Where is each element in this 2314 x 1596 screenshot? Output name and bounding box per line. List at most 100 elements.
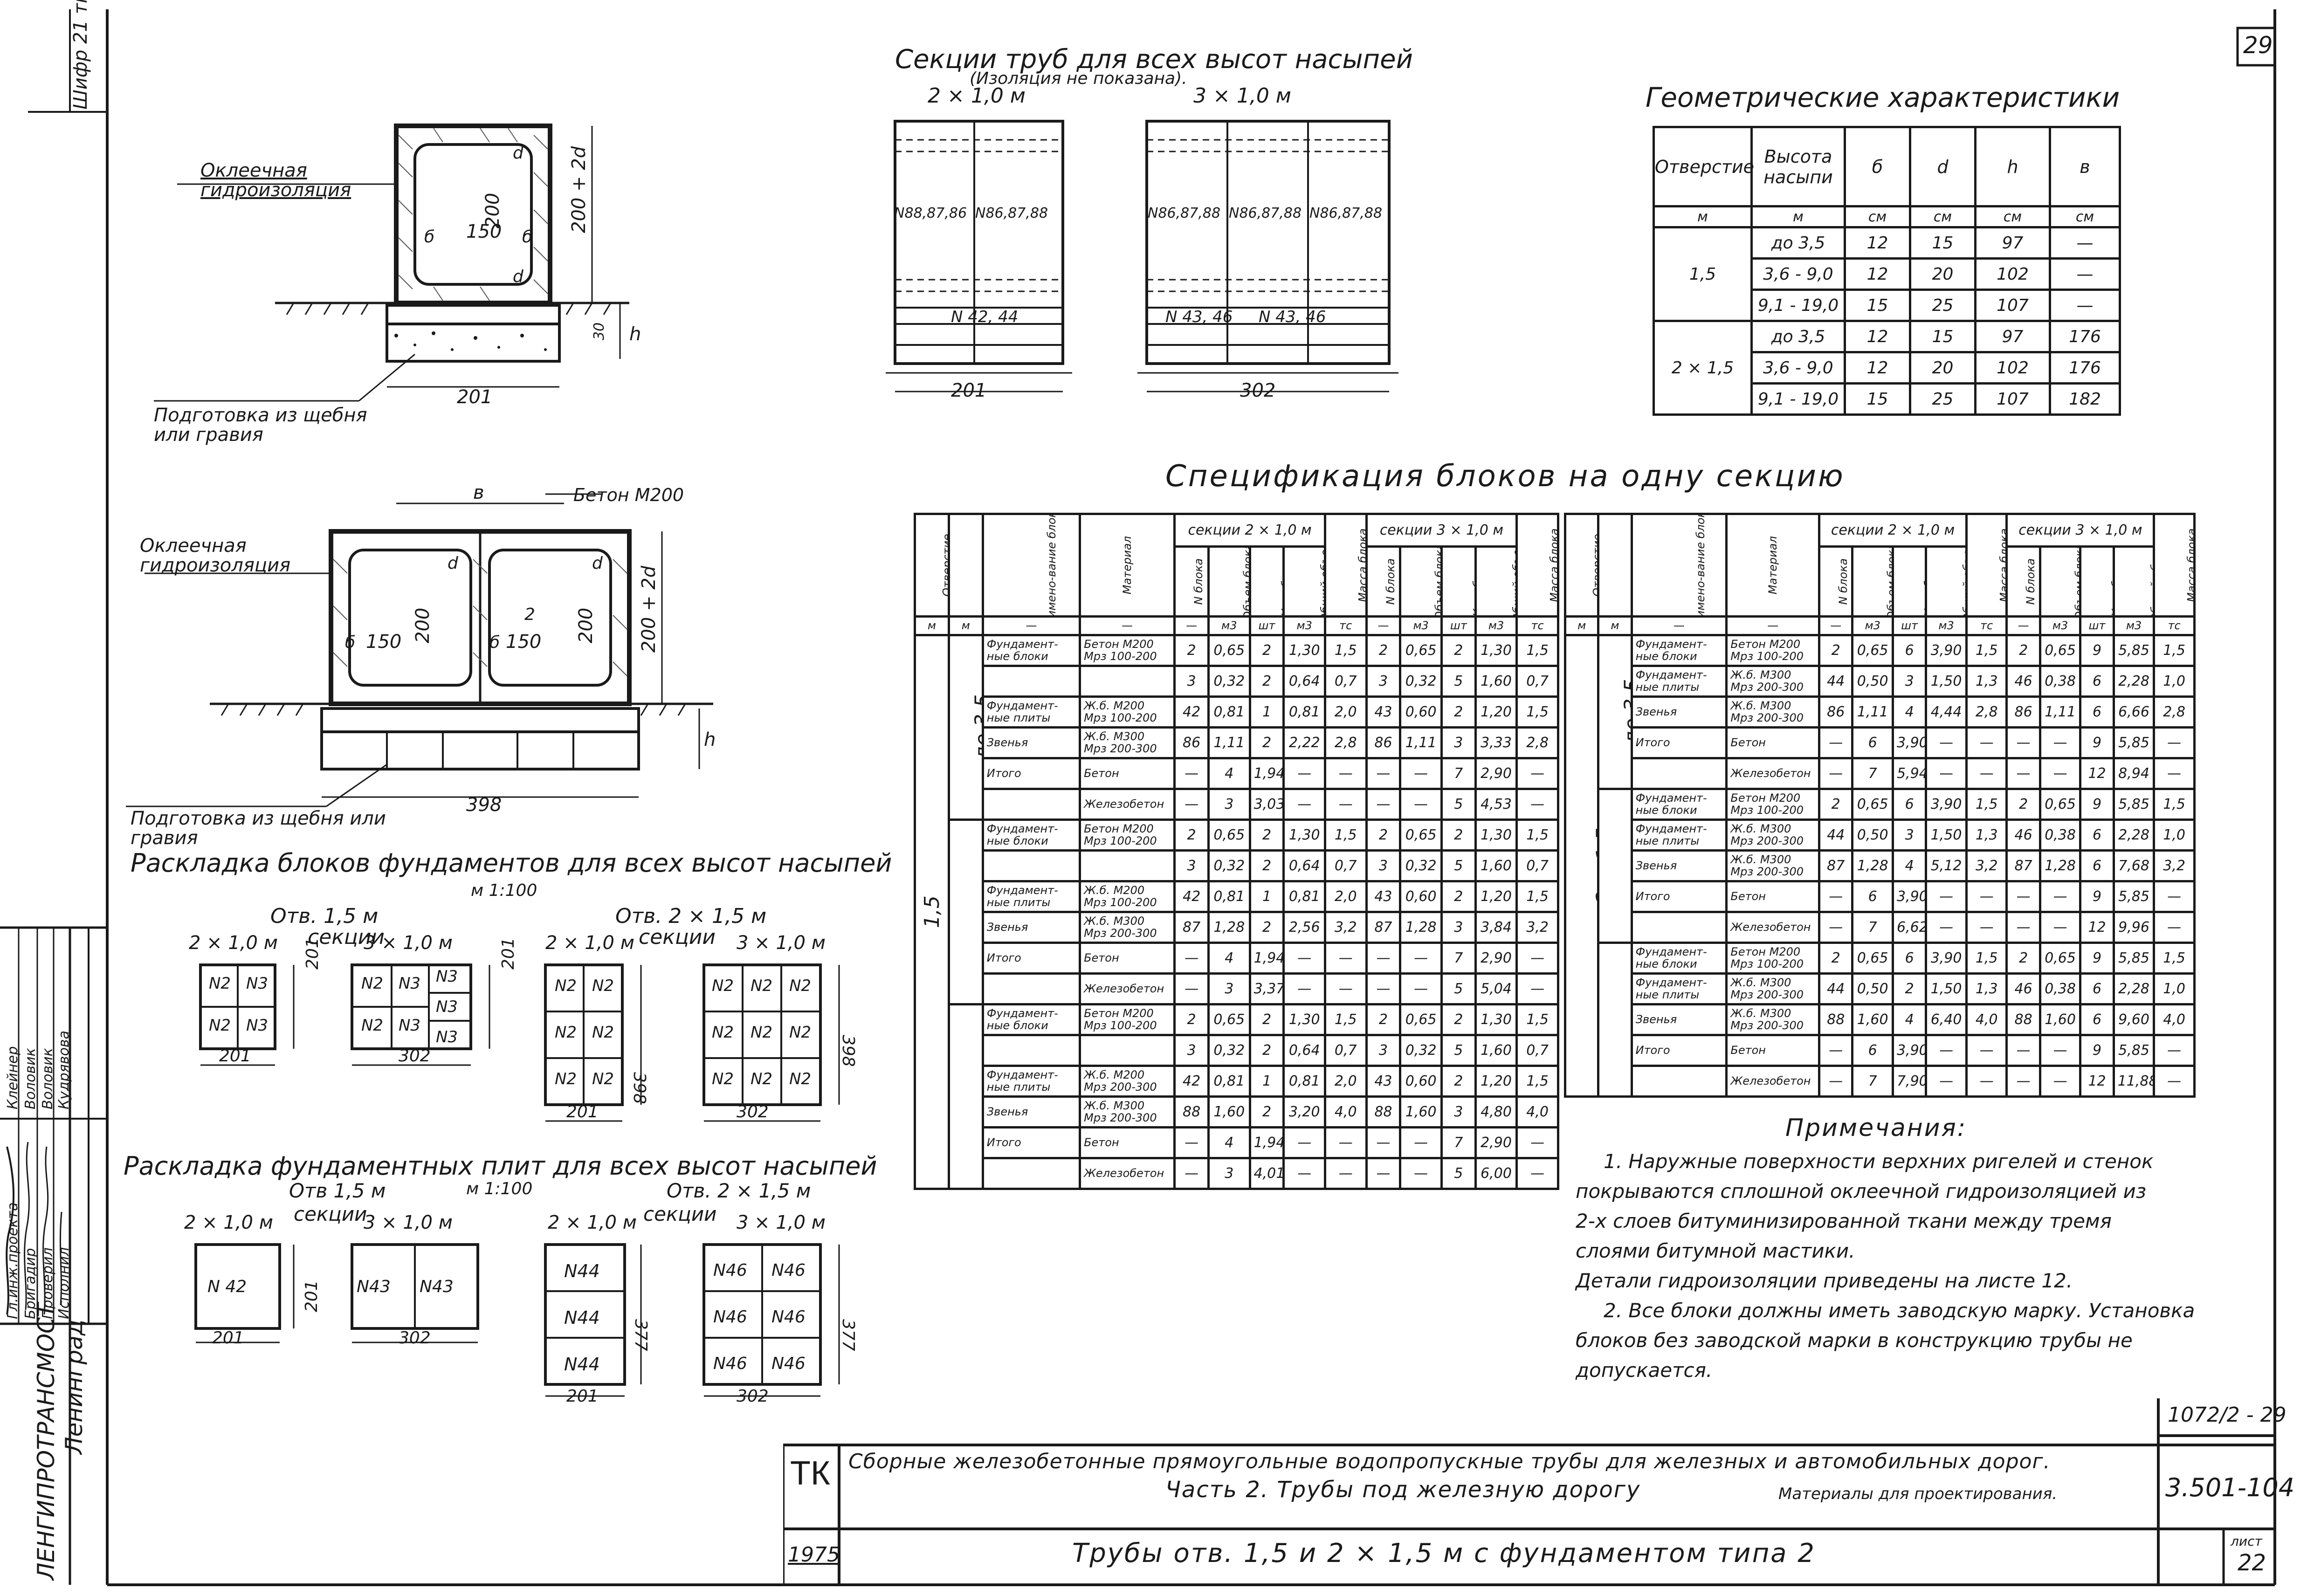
sections-label-a: 2 × 1,0 м: [928, 84, 1026, 108]
geo-h-height: Высота насыпи: [1750, 126, 1846, 207]
spec-cell: 4,0: [1515, 1095, 1559, 1128]
sl-dim: 302: [737, 1387, 769, 1406]
spec-cell: 2,0: [1323, 1065, 1368, 1098]
spec-cell: 2,22: [1282, 726, 1326, 759]
spec-cell: 3,90: [1891, 880, 1928, 913]
geo-u: м: [1750, 205, 1846, 228]
spec-cell: 1: [1248, 880, 1285, 913]
fl-n3: N3: [436, 967, 458, 986]
spec-sub-header: N блока: [2005, 545, 2041, 618]
spec-sub-header-text: N блока: [1192, 558, 1205, 605]
sl-label-3: 2 × 1,0 м: [548, 1212, 637, 1233]
spec-cell: 3,90: [1891, 726, 1928, 759]
svg-text:2: 2: [524, 605, 535, 624]
spec-cell: 12: [2079, 1065, 2115, 1098]
spec-cell: 9: [2079, 634, 2115, 667]
spec-col-header: Наимено-вание блоков: [981, 513, 1081, 618]
spec-cell: 3: [1207, 1157, 1251, 1190]
spec-cell: —: [1365, 1157, 1402, 1190]
fl-label-1: 2 × 1,0 м: [189, 932, 278, 954]
spec-cell: 1,20: [1474, 880, 1518, 913]
spec-cell: 2: [1248, 1003, 1285, 1036]
spec-cell: 2: [1173, 1003, 1210, 1036]
tb-line2: Часть 2. Трубы под железную дорогу: [1165, 1477, 1641, 1503]
spec-cell: Итого: [981, 757, 1081, 790]
spec-cell: 2: [1365, 819, 1402, 852]
spec-unit: —: [1079, 615, 1176, 636]
spec-sub-header-text: Кол. блоков: [1279, 546, 1284, 617]
spec-cell: [981, 788, 1081, 821]
spec-cell: 1,50: [1925, 665, 1968, 698]
spec-cell: —: [1818, 1065, 1854, 1098]
spec-sub-header-text: N блока: [2024, 558, 2038, 605]
spec-cell: —: [1323, 942, 1368, 975]
spec-cell: 44: [1818, 665, 1854, 698]
spec-unit: м: [914, 615, 950, 636]
spec-opening: 1,5: [914, 634, 950, 1190]
spec-cell: —: [1399, 972, 1443, 1005]
spec-cell: —: [1515, 757, 1559, 790]
spec-cell: Звенья: [981, 911, 1081, 944]
foundation-layout-title: Раскладка блоков фундаментов для всех вы…: [131, 848, 892, 878]
spec-cell: 4: [1207, 942, 1251, 975]
spec-sub-header: N блока: [1173, 545, 1210, 618]
spec-col-header: Высота насыпи: [1597, 513, 1633, 618]
spec-cell: 1,5: [1323, 1003, 1368, 1036]
geometry-table: Отверстие Высота насыпи б d h в м м см с…: [1653, 126, 2121, 416]
fl-dim: 201: [566, 1102, 599, 1121]
svg-text:б: б: [345, 633, 355, 652]
spec-cell: Итого: [981, 942, 1081, 975]
cross-section-1: 150 200 200 + 2d б б d d 201 h 30: [154, 124, 641, 408]
svg-text:б: б: [424, 227, 434, 247]
geo-u: см: [1974, 205, 2051, 228]
svg-text:d: d: [513, 267, 524, 286]
fl-group-2-head: Отв. 2 × 1,5 м: [615, 904, 767, 928]
svg-text:d: d: [513, 144, 524, 163]
spec-unit: шт: [1440, 615, 1477, 636]
spec-unit: тс: [1965, 615, 2008, 636]
spec-cell: 1,5: [1515, 880, 1559, 913]
geo-u: см: [1909, 205, 1977, 228]
spec-cell: —: [1365, 942, 1402, 975]
spec-cell: —: [2153, 1065, 2196, 1098]
spec-cell: 1,50: [1925, 972, 1968, 1005]
fl-n3: N3: [436, 1028, 458, 1046]
spec-height: до 3,5: [947, 634, 984, 821]
spec-unit: шт: [1891, 615, 1928, 636]
spec-cell: —: [1925, 880, 1968, 913]
spec-cell: 2: [1248, 634, 1285, 667]
spec-cell: 3,2: [1965, 849, 2008, 882]
spec-cell: Фундамент-ные блоки: [981, 634, 1081, 667]
spec-cell: —: [2153, 1034, 2196, 1067]
spec-cell: 2: [1365, 634, 1402, 667]
spec-cell: 6: [1851, 1034, 1894, 1067]
spec-cell: 2: [1440, 695, 1477, 729]
spec-unit: м: [947, 615, 984, 636]
spec-cell: 3,84: [1474, 911, 1518, 944]
spec-cell: 1,60: [1474, 849, 1518, 882]
note-line: 1. Наружные поверхности верхних ригелей …: [1604, 1150, 2154, 1173]
spec-cell: 3: [1365, 849, 1402, 882]
spec-cell: 6: [1891, 788, 1928, 821]
spec-cell: Железобетон: [1725, 1065, 1821, 1098]
spec-cell: Фундамент-ные плиты: [981, 880, 1081, 913]
spec-cell: 6: [2079, 665, 2115, 698]
spec-cell: 5: [1440, 665, 1477, 698]
spec-cell: 1: [1248, 1065, 1285, 1098]
stamp-name-2: Воловик: [22, 1048, 39, 1109]
spec-cell: 0,65: [1851, 942, 1894, 975]
spec-cell: 0,81: [1282, 880, 1326, 913]
spec-cell: Бетон М200 Мрз 100-200: [1079, 634, 1176, 667]
fl-n2: N2: [751, 1070, 773, 1088]
spec-cell: —: [2005, 880, 2041, 913]
spec-cell: 0,7: [1515, 849, 1559, 882]
fl-n2: N2: [592, 1023, 614, 1042]
spec-cell: 0,65: [1399, 819, 1443, 852]
spec-cell: 4,01: [1248, 1157, 1285, 1190]
fl-n2: N2: [789, 1070, 812, 1088]
spec-sub-header: Объем блока: [1851, 545, 1894, 618]
cs2-base-label: Подготовка из щебня или гравия: [131, 808, 386, 849]
spec-cell: Железобетон: [1725, 757, 1821, 790]
spec-cell: —: [1399, 1126, 1443, 1159]
